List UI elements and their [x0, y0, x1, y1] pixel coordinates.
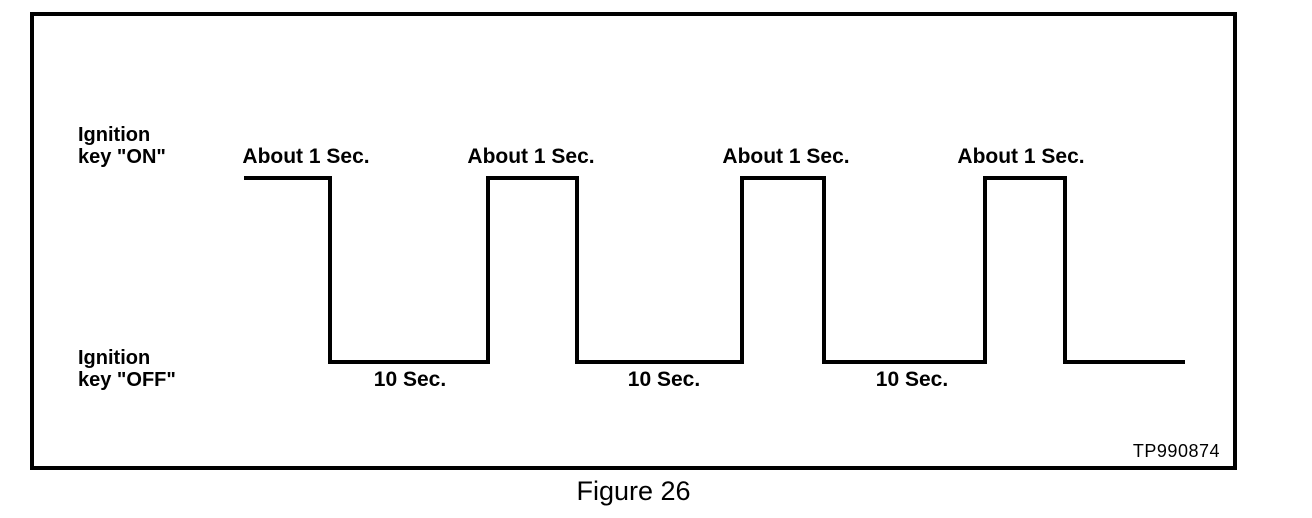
gap-duration-label: 10 Sec. [627, 368, 701, 391]
ignition-on-label-line2: key "ON" [78, 146, 166, 168]
pulse-duration-label: About 1 Sec. [957, 145, 1085, 168]
pulse-duration-label: About 1 Sec. [242, 145, 370, 168]
pulse-duration-label: About 1 Sec. [467, 145, 595, 168]
waveform-polyline [244, 176, 1185, 364]
figure-caption: Figure 26 [576, 476, 691, 506]
diagram-box [30, 12, 1237, 470]
pulse-duration-label: About 1 Sec. [722, 145, 850, 168]
ignition-off-label-line2: key "OFF" [78, 369, 176, 391]
gap-duration-label: 10 Sec. [373, 368, 447, 391]
reference-code: TP990874 [1132, 441, 1220, 461]
ignition-on-label-line1: Ignition [78, 124, 151, 146]
ignition-on-label: Ignition key "ON" [78, 124, 166, 168]
gap-duration-label: 10 Sec. [875, 368, 949, 391]
ignition-off-label-line1: Ignition [78, 347, 151, 369]
ignition-off-label: Ignition key "OFF" [78, 347, 176, 391]
